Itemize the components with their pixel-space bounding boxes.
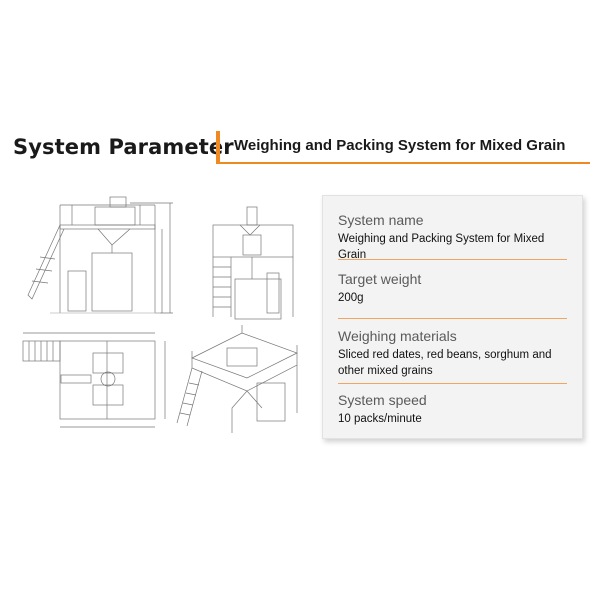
isometric-drawing [176, 325, 298, 433]
page-title: System Parameter [13, 135, 234, 159]
param-value: Weighing and Packing System for Mixed Gr… [338, 233, 545, 261]
param-label: Weighing materials [338, 328, 457, 344]
page-header: System Parameter Weighing and Packing Sy… [0, 128, 600, 168]
param-label: System speed [338, 392, 427, 408]
param-weighing-materials: Weighing materials Sliced red dates, red… [338, 328, 570, 379]
param-value: 200g [338, 292, 364, 304]
separator [338, 259, 567, 260]
separator [338, 318, 567, 319]
param-system-speed: System speed 10 packs/minute [338, 392, 570, 427]
param-label: System name [338, 212, 424, 228]
param-system-name: System name Weighing and Packing System … [338, 212, 570, 263]
technical-drawings [10, 195, 310, 440]
param-value: Sliced red dates, red beans, sorghum and… [338, 349, 552, 377]
param-target-weight: Target weight 200g [338, 271, 570, 306]
page-subtitle: Weighing and Packing System for Mixed Gr… [234, 137, 566, 154]
separator [338, 383, 567, 384]
param-label: Target weight [338, 271, 422, 287]
side-elevation-drawing [212, 206, 294, 320]
top-plan-drawing [22, 332, 166, 428]
front-elevation-drawing [27, 196, 173, 314]
parameter-card: System name Weighing and Packing System … [322, 195, 583, 439]
subtitle-box: Weighing and Packing System for Mixed Gr… [216, 131, 590, 164]
param-value: 10 packs/minute [338, 413, 422, 425]
